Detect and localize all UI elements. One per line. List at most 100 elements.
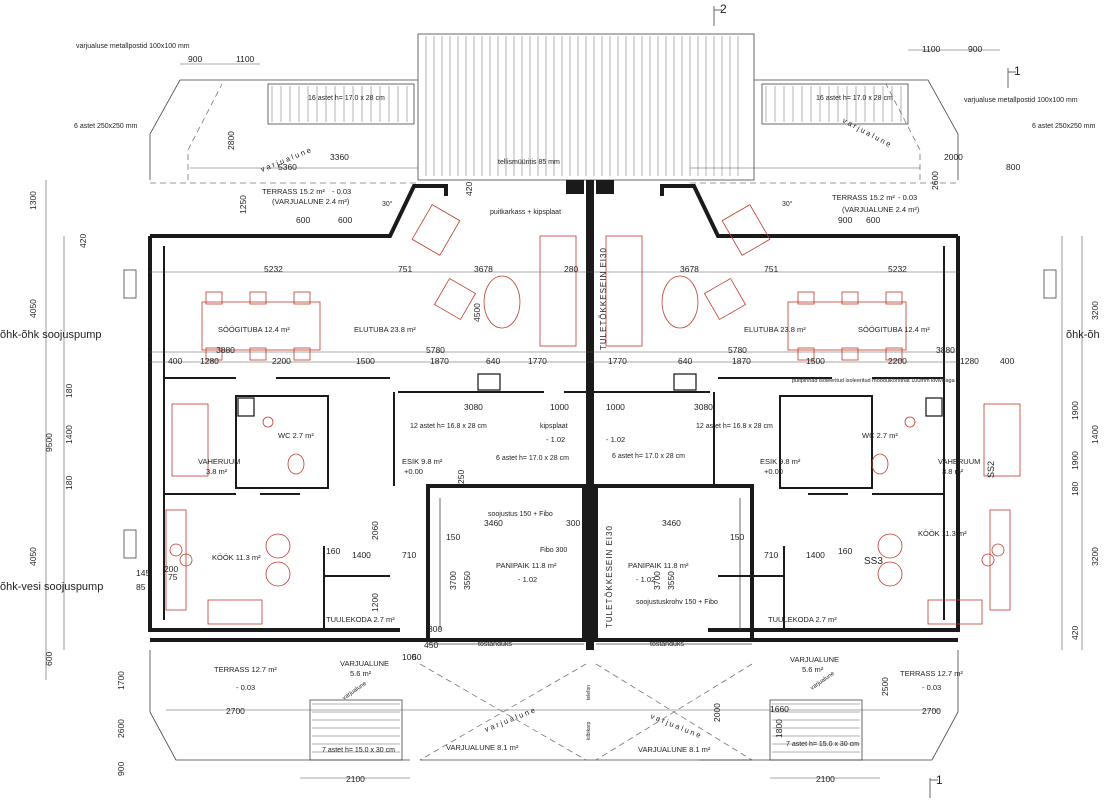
svg-text:1400: 1400 [64,425,74,444]
svg-text:(VARJUALUNE 2.4 m²): (VARJUALUNE 2.4 m²) [272,197,350,206]
svg-text:900: 900 [188,54,202,64]
svg-text:2600: 2600 [116,719,126,738]
svg-text:900: 900 [968,44,982,54]
svg-text:1000: 1000 [550,402,569,412]
section-marker-1-bottom: 1 [929,773,943,798]
svg-text:tõstanduks: tõstanduks [478,641,512,648]
svg-text:VAHERUUM: VAHERUUM [938,457,980,466]
svg-text:200: 200 [164,564,178,574]
svg-text:SÖÖGITUBA 12.4 m²: SÖÖGITUBA 12.4 m² [858,325,930,334]
svg-text:2060: 2060 [370,521,380,540]
svg-text:TUULEKODA 2.7 m²: TUULEKODA 2.7 m² [326,615,395,624]
svg-text:7 astet h= 15.0 x 30 cm: 7 astet h= 15.0 x 30 cm [322,747,395,754]
svg-text:Fibo 300: Fibo 300 [540,547,567,554]
svg-text:3.8 m²: 3.8 m² [206,467,228,476]
svg-text:300: 300 [566,518,580,528]
svg-text:2700: 2700 [922,706,941,716]
garages [426,484,754,645]
svg-text:1870: 1870 [430,356,449,366]
svg-text:soojustus 150 + Fibo: soojustus 150 + Fibo [488,511,553,518]
svg-text:SS2: SS2 [986,461,996,478]
svg-text:600: 600 [44,652,54,666]
svg-text:2700: 2700 [226,706,245,716]
svg-text:100: 100 [402,652,416,662]
svg-text:- 0.03: - 0.03 [236,683,255,692]
top-right-terrace-outline [690,79,959,184]
dimension-lines [45,49,1083,779]
central-top-terrace [417,33,755,181]
svg-text:6 astet h= 17.0 x 28 cm: 6 astet h= 17.0 x 28 cm [496,455,569,462]
svg-text:TERRASS 12.7 m²: TERRASS 12.7 m² [900,669,963,678]
svg-text:4050: 4050 [28,547,38,566]
room-labels-right: TERRASS 15.2 m² - 0.03 (VARJUALUNE 2.4 m… [606,116,980,754]
svg-text:2800: 2800 [226,131,236,150]
dimension-texts: 900 1100 1100 900 1300 4050 9500 4050 60… [28,44,1100,784]
svg-text:PANIPAIK 11.8 m²: PANIPAIK 11.8 m² [496,561,557,570]
svg-text:2500: 2500 [880,677,890,696]
svg-text:6 astet h= 17.0 x 28 cm: 6 astet h= 17.0 x 28 cm [612,453,685,460]
svg-text:7 astet h= 15.0 x 30 cm: 7 astet h= 15.0 x 30 cm [786,741,859,748]
svg-text:3080: 3080 [464,402,483,412]
svg-text:85: 85 [136,582,146,592]
svg-text:varjualuse metallpostid 100x10: varjualuse metallpostid 100x100 mm [964,97,1078,104]
svg-text:3700: 3700 [652,571,662,590]
svg-text:1500: 1500 [806,356,825,366]
svg-text:varjualune: varjualune [342,680,369,701]
svg-text:180: 180 [64,476,74,490]
interior-walls-left [164,377,544,630]
svg-text:TERRASS 15.2 m²: TERRASS 15.2 m² [832,193,895,202]
section-marker-1-top: 1 [1007,64,1021,88]
svg-text:6 astet 250x250 mm: 6 astet 250x250 mm [74,123,138,130]
svg-text:640: 640 [486,356,500,366]
svg-text:õhk-õh: õhk-õh [1066,329,1100,341]
svg-text:(VARJUALUNE 2.4 m²): (VARJUALUNE 2.4 m²) [842,205,920,214]
svg-text:12 astet h= 16.8 x 28 cm: 12 astet h= 16.8 x 28 cm [696,423,773,430]
svg-text:3880: 3880 [936,345,955,355]
svg-text:800: 800 [1006,162,1020,172]
svg-text:420: 420 [1070,626,1080,640]
svg-text:2000: 2000 [712,703,722,722]
svg-text:3700: 3700 [448,571,458,590]
svg-text:1900: 1900 [1070,401,1080,420]
svg-text:4500: 4500 [472,303,482,322]
svg-text:3360: 3360 [330,152,349,162]
svg-text:PANIPAIK 11.8 m²: PANIPAIK 11.8 m² [628,561,689,570]
svg-text:30°: 30° [382,200,393,208]
svg-text:751: 751 [398,264,412,274]
svg-text:2200: 2200 [272,356,291,366]
svg-text:kipsplaat: kipsplaat [540,423,568,430]
svg-text:3550: 3550 [462,571,472,590]
top-left-terrace-outline [149,79,418,184]
svg-text:1280: 1280 [200,356,219,366]
svg-text:VARJUALUNE: VARJUALUNE [790,655,839,664]
svg-text:VAHERUUM: VAHERUUM [198,457,240,466]
svg-text:5.6 m²: 5.6 m² [802,665,824,674]
svg-text:4050: 4050 [28,299,38,318]
svg-text:- 1.02: - 1.02 [636,575,655,584]
svg-text:3200: 3200 [1090,547,1100,566]
svg-text:2100: 2100 [346,774,365,784]
svg-text:1660: 1660 [770,704,789,714]
svg-text:3678: 3678 [474,264,493,274]
svg-text:- 1.02: - 1.02 [546,435,565,444]
svg-text:+0.00: +0.00 [764,467,783,476]
chimneys [237,373,943,417]
svg-text:VARJUALUNE 8.1 m²: VARJUALUNE 8.1 m² [638,745,711,754]
svg-text:ESIK 9.8 m²: ESIK 9.8 m² [402,457,443,466]
svg-text:- 1.02: - 1.02 [518,575,537,584]
svg-text:400: 400 [168,356,182,366]
svg-text:VARJUALUNE: VARJUALUNE [340,659,389,668]
bottom-canopy [149,650,959,761]
svg-text:30°: 30° [782,200,793,208]
svg-text:1280: 1280 [960,356,979,366]
svg-text:1770: 1770 [528,356,547,366]
svg-text:KÖÖK 11.3 m²: KÖÖK 11.3 m² [212,553,261,562]
svg-text:1300: 1300 [28,191,38,210]
svg-text:145: 145 [136,568,150,578]
exterior-walls [148,184,960,642]
svg-text:1500: 1500 [356,356,375,366]
svg-text:1870: 1870 [732,356,751,366]
svg-text:900: 900 [116,762,126,776]
svg-text:1100: 1100 [922,44,941,54]
svg-text:2600: 2600 [930,171,940,190]
